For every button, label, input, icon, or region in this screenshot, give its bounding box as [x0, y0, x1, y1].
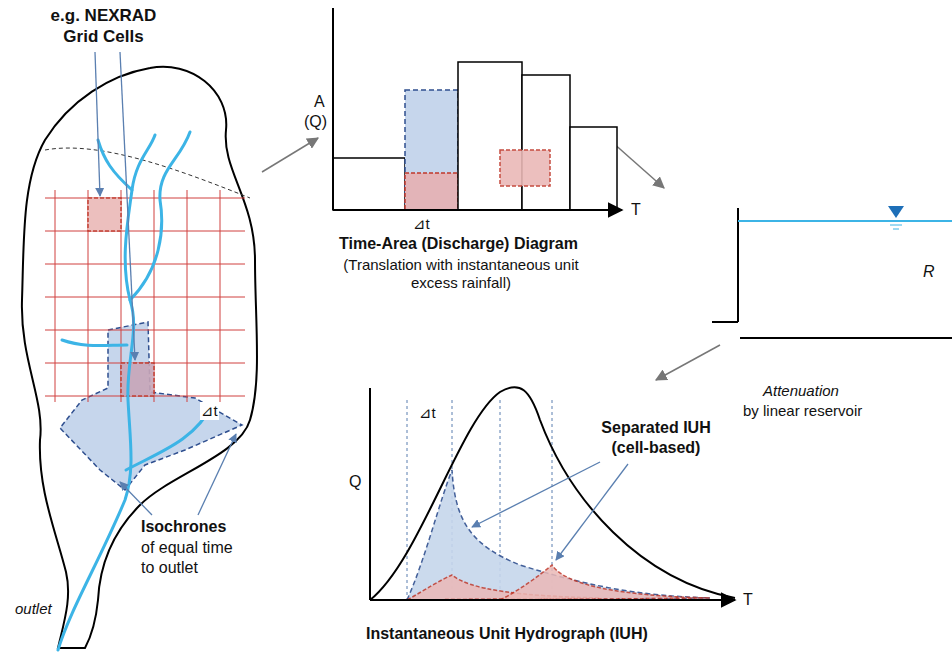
- axis-label: T: [742, 590, 754, 610]
- callout-label: e.g. NEXRAD Grid Cells: [35, 6, 172, 47]
- grid-line: [45, 297, 245, 298]
- axis-label: T: [630, 200, 642, 220]
- interval-label: ⊿t: [418, 404, 437, 422]
- watershed: [22, 52, 257, 650]
- panel-title: Attenuation: [762, 382, 840, 400]
- grid-line: [45, 231, 245, 232]
- panel-subtitle: (Translation with instantaneous unit exc…: [325, 256, 597, 293]
- callout-label: Separated IUH (cell-based): [590, 418, 722, 457]
- axis-label: Q: [348, 472, 362, 492]
- interval-label: ⊿t: [200, 402, 219, 420]
- grid-line: [55, 190, 56, 402]
- callout-label: of equal time to outlet: [140, 538, 247, 577]
- callout-label: Isochrones: [140, 517, 227, 537]
- grid-line: [220, 190, 221, 402]
- panel-title: Time-Area (Discharge) Diagram: [338, 234, 579, 254]
- axis-label: (Q): [303, 112, 328, 132]
- axis-label: A: [313, 92, 326, 112]
- grid-line: [187, 190, 188, 402]
- time-area-histogram: [333, 8, 622, 210]
- outlet-label: outlet: [14, 600, 53, 618]
- panel-subtitle: by linear reservoir: [742, 402, 863, 420]
- interval-label: ⊿t: [412, 215, 431, 233]
- reservoir-label: R: [922, 262, 936, 282]
- panel-title: Instantaneous Unit Hydrograph (IUH): [365, 624, 649, 644]
- iuh-plot: [370, 387, 735, 600]
- linear-reservoir: [712, 206, 952, 338]
- grid-line: [45, 264, 245, 265]
- grid-line: [45, 198, 245, 199]
- grid-line: [45, 330, 245, 331]
